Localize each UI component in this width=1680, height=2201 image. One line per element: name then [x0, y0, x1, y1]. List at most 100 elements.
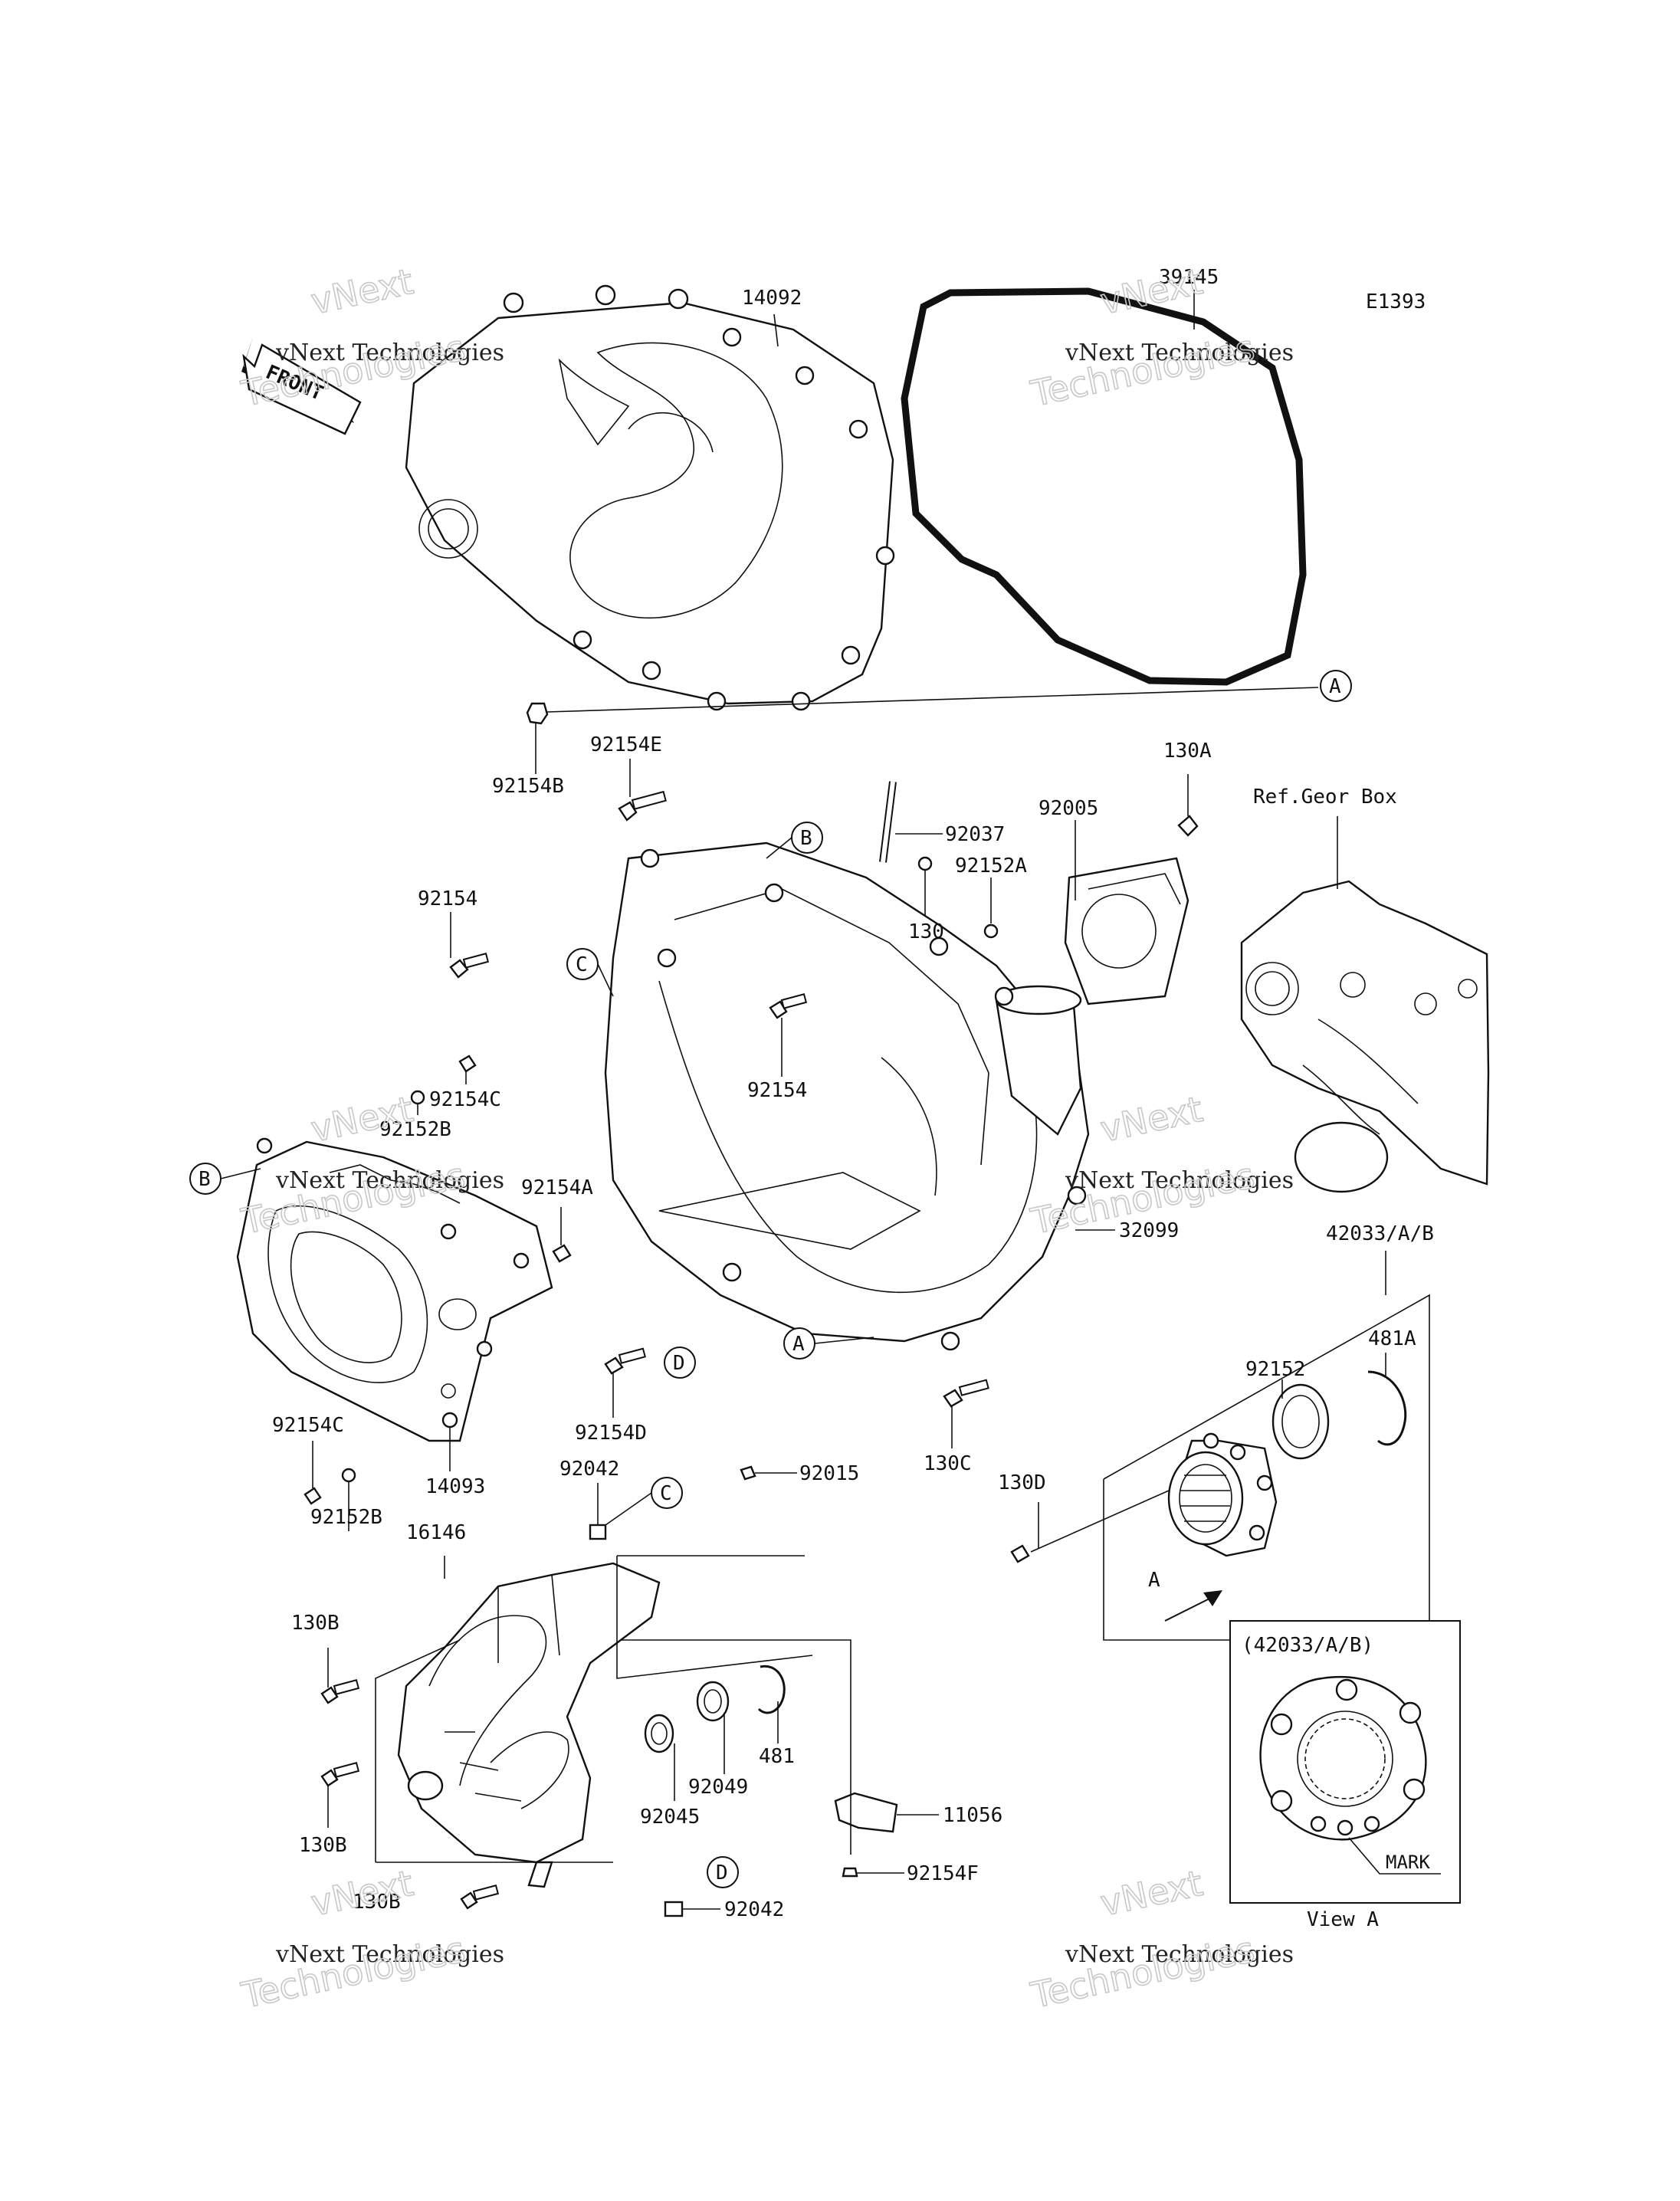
cover-16146 [397, 1562, 661, 1888]
ref-marker-b-top-text: B [800, 827, 812, 850]
ref-marker-a-mid-text: A [792, 1333, 805, 1356]
washer-92152b-top [410, 1090, 425, 1105]
view-a-caption: View A [1307, 1908, 1379, 1931]
label-92154d: 92154D [575, 1422, 647, 1445]
bracket-11056 [834, 1792, 898, 1833]
ref-marker-a-top-text: A [1329, 675, 1341, 698]
label-92152: 92152 [1245, 1358, 1305, 1381]
label-130: 130 [908, 920, 944, 943]
watermark-top: vNext [307, 1862, 417, 1924]
bolt-92154e [618, 790, 667, 822]
bolt-130b-bot [320, 1762, 360, 1787]
front-arrow-icon: FRONT [241, 337, 362, 435]
label-11056: 11056 [943, 1804, 1002, 1827]
label-92154-top: 92154 [418, 887, 477, 910]
label-14093: 14093 [425, 1475, 485, 1498]
bolt-130b-low [460, 1884, 500, 1910]
bolt-92154a [552, 1244, 572, 1263]
label-92042-top: 92042 [559, 1458, 619, 1481]
bolt-92154c-bot [304, 1487, 322, 1505]
label-92152b-bot: 92152B [310, 1506, 382, 1529]
watermark-middle: vNext Technologies [1065, 339, 1294, 366]
bolt-92154c-top [458, 1055, 477, 1073]
ref-marker-d-bot-text: D [716, 1862, 728, 1884]
label-92154f: 92154F [907, 1862, 979, 1885]
ref-marker-d-bot [707, 1856, 739, 1888]
label-16146: 16146 [406, 1521, 466, 1544]
label-92042-bot: 92042 [724, 1898, 784, 1921]
clutch-cover-14092 [405, 284, 895, 711]
label-39145: 39145 [1159, 266, 1219, 289]
seal-92049 [696, 1681, 730, 1722]
diagram-code: E1393 [1366, 290, 1426, 313]
watermark-top: vNext [1097, 1862, 1206, 1924]
view-a-hub-icon [1259, 1675, 1427, 1841]
label-92049: 92049 [688, 1776, 748, 1799]
label-130c: 130C [924, 1452, 972, 1475]
label-92152a: 92152A [955, 854, 1027, 877]
watermark-top: vNext [307, 261, 417, 323]
ref-marker-d-mid-text: D [673, 1352, 685, 1375]
label-130b-top: 130B [291, 1612, 340, 1635]
view-a-arrow-label: A [1148, 1569, 1160, 1592]
label-92154a: 92154A [521, 1176, 593, 1199]
label-92154-mid: 92154 [747, 1079, 807, 1102]
screw-92154f [842, 1867, 858, 1878]
label-92045: 92045 [640, 1806, 700, 1829]
bolt-130c [943, 1379, 989, 1408]
dowel-92042-bot [664, 1901, 684, 1917]
ref-gear-box-label: Ref.Geor Box [1253, 786, 1397, 809]
seal-92152 [1271, 1383, 1330, 1460]
washer-92152b-bot [341, 1468, 356, 1483]
watermark-top: vNext [1097, 1088, 1206, 1150]
label-130d: 130D [998, 1471, 1046, 1494]
label-481a: 481A [1368, 1327, 1416, 1350]
label-32099: 32099 [1119, 1219, 1179, 1242]
watermark-middle: vNext Technologies [275, 1167, 504, 1194]
bolt-92154-top [449, 953, 490, 979]
label-130b-low: 130B [353, 1891, 401, 1914]
ref-marker-d-mid [664, 1347, 696, 1379]
dowel-92042-top [589, 1524, 607, 1540]
gear-box-reference [1240, 880, 1490, 1193]
bolt-130d [1010, 1544, 1030, 1563]
label-42033: 42033/A/B [1326, 1222, 1434, 1245]
dowel-130 [917, 856, 933, 871]
label-92037: 92037 [945, 823, 1005, 846]
ref-marker-a-top [1320, 670, 1352, 702]
seal-92045 [644, 1714, 674, 1753]
nut-92015 [740, 1465, 756, 1481]
label-130a: 130A [1163, 740, 1212, 763]
crankcase-cover-32099 [604, 841, 1090, 1351]
stud-92037 [879, 781, 897, 863]
bolt-92154b [526, 687, 1319, 725]
label-130b-bot: 130B [299, 1834, 347, 1857]
circlip-481 [757, 1665, 786, 1714]
bolt-130b-top [320, 1679, 360, 1704]
ref-marker-c-top-text: C [576, 953, 588, 976]
ref-marker-b-left-text: B [199, 1168, 211, 1191]
label-14092: 14092 [742, 287, 802, 310]
label-92015: 92015 [799, 1462, 859, 1485]
ref-marker-c-bot-text: C [660, 1482, 672, 1505]
gasket-39145 [901, 287, 1307, 686]
washer-92152a [983, 923, 999, 939]
label-92005: 92005 [1039, 797, 1098, 820]
label-92154c-top: 92154C [429, 1088, 501, 1111]
mark-label: MARK [1386, 1852, 1430, 1873]
gasket-92005 [1064, 857, 1189, 1005]
bolt-92154d [604, 1347, 646, 1375]
watermark-middle: vNext Technologies [275, 339, 504, 366]
circlip-481a [1367, 1370, 1407, 1446]
cover-14093 [236, 1137, 553, 1442]
watermark-middle: vNext Technologies [275, 1941, 504, 1968]
label-92154e: 92154E [590, 733, 662, 756]
view-a-header: (42033/A/B) [1242, 1634, 1373, 1657]
label-92154c-bot: 92154C [272, 1414, 344, 1437]
bolt-130a [1177, 815, 1199, 837]
label-92152b-top: 92152B [379, 1118, 451, 1141]
